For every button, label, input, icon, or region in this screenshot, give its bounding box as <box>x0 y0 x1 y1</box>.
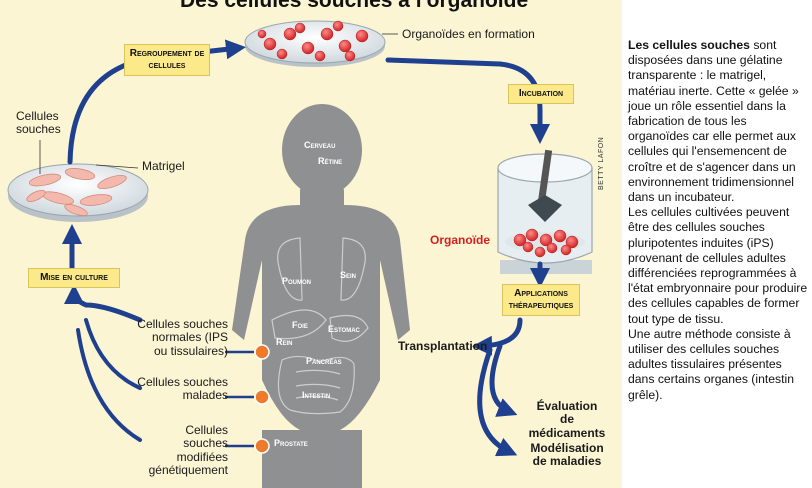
credit: BETTY LAFON <box>598 136 605 190</box>
organs <box>271 237 369 415</box>
sidebar-lead: Les cellules souches <box>628 38 750 52</box>
organ-prostate: Prostate <box>274 438 308 448</box>
label-organoides-formation: Organoïdes en formation <box>402 27 535 41</box>
source-malades: Cellules souches malades <box>137 375 228 403</box>
label-organoide: Organoïde <box>430 233 491 247</box>
sidebar-text: Les cellules souches sont disposées dans… <box>628 38 808 403</box>
source-connectors <box>225 350 254 448</box>
source-dots <box>254 344 270 454</box>
app-transplantation: Transplantation <box>398 339 488 353</box>
organ-estomac: Estomac <box>328 324 360 334</box>
label-matrigel: Matrigel <box>142 159 185 173</box>
source-normales: Cellules souches normales (IPS ou tissul… <box>137 317 228 358</box>
page-title: Des cellules souches à l'organoïde <box>180 0 529 12</box>
app-modelisation: Modélisation de maladies <box>530 441 604 469</box>
organ-poumon: Poumon <box>282 276 312 286</box>
app-evaluation: Évaluation de médicaments <box>528 399 606 440</box>
organ-cerveau: Cerveau <box>304 140 336 150</box>
arrow-icon <box>62 39 550 457</box>
matrigel-leader <box>95 164 139 169</box>
organ-rein: Rein <box>276 337 293 347</box>
step-incubation: Incubation <box>508 84 574 104</box>
step-mise-en-culture: Mise en culture <box>28 268 120 288</box>
organ-sein: Sein <box>340 270 357 280</box>
organ-pancreas: Pancréas <box>306 356 342 366</box>
step-applications: Applications thérapeutiques <box>502 284 580 316</box>
matrigel-dish-icon <box>7 163 149 222</box>
organ-foie: Foie <box>292 320 308 330</box>
sidebar-p2: Les cellules cultivées peuvent être des … <box>628 205 808 326</box>
organoid-dish-icon <box>244 20 386 67</box>
incubator-icon <box>497 149 593 274</box>
step-regroupement: Regroupement de cellules <box>124 44 210 76</box>
organ-intestin: Intestin <box>302 390 331 400</box>
sidebar-p3: Une autre méthode consiste à utiliser de… <box>628 326 794 402</box>
label-cellules-souches: Cellules souches <box>16 109 61 137</box>
diagram-art <box>7 20 593 488</box>
sidebar-p1: sont disposées dans une gélatine transpa… <box>628 38 799 205</box>
source-modifiees: Cellules souches modifiées génétiquement <box>148 423 228 478</box>
organ-retine: Rétine <box>318 156 343 166</box>
